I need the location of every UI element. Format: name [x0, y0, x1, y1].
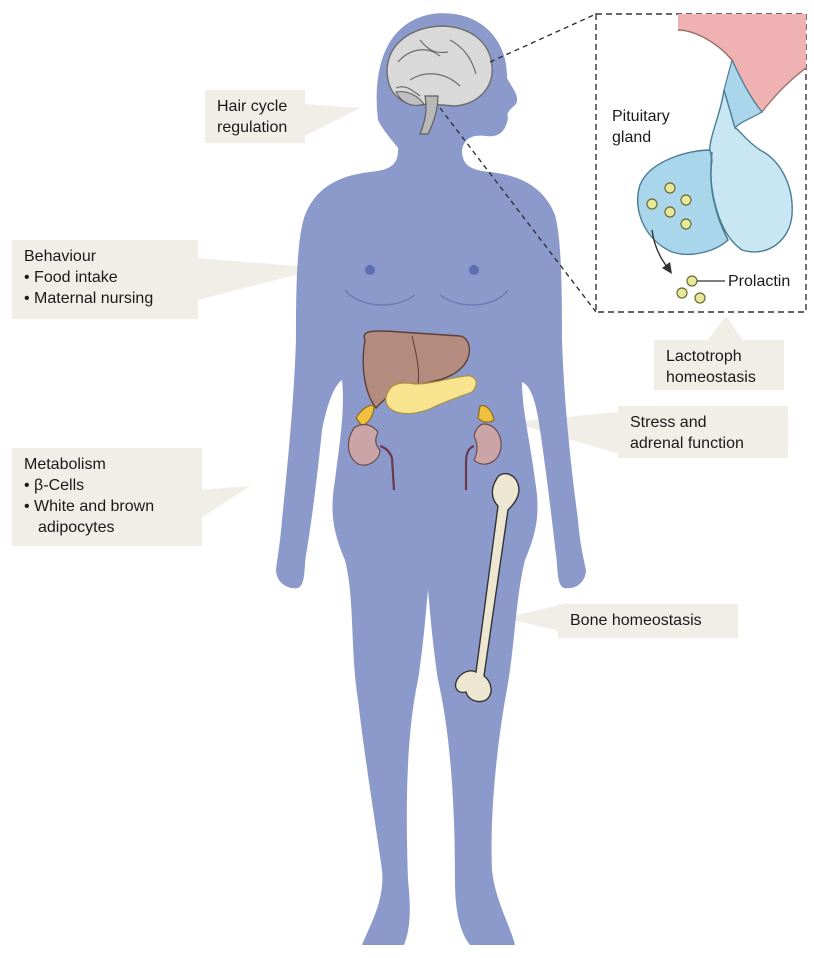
callout-text: Bone homeostasis [570, 610, 728, 631]
callout-text: homeostasis [666, 367, 774, 388]
callout-bullet: White and brown [24, 496, 192, 517]
pituitary-inset [596, 14, 806, 312]
pointer-hair [305, 104, 360, 136]
prolactin-label: Prolactin [728, 271, 790, 292]
granule [665, 183, 675, 193]
left-kidney [348, 425, 380, 466]
pointer-metabolism [198, 486, 250, 520]
prolactin-molecule [687, 276, 697, 286]
callout-bullet-continuation: adipocytes [24, 517, 192, 538]
pointer-lactotroph [706, 316, 744, 342]
callout-bullet: Maternal nursing [24, 288, 188, 309]
granule [681, 195, 691, 205]
callout-bullet: Food intake [24, 267, 188, 288]
callout-bone-homeostasis: Bone homeostasis [558, 604, 738, 638]
body-silhouette [276, 13, 586, 945]
prolactin-molecule [677, 288, 687, 298]
callout-behaviour: Behaviour Food intake Maternal nursing [12, 240, 198, 319]
pituitary-label-line: Pituitary [612, 106, 670, 127]
right-nipple [469, 265, 479, 275]
callout-bullet: β-Cells [24, 475, 192, 496]
callout-hair-cycle: Hair cycle regulation [205, 90, 305, 143]
callout-text: Lactotroph [666, 346, 774, 367]
callout-lactotroph: Lactotroph homeostasis [654, 340, 784, 390]
callout-stress-adrenal: Stress and adrenal function [618, 406, 788, 458]
pituitary-gland-label: Pituitary gland [612, 106, 670, 148]
callout-text: Hair cycle [217, 96, 295, 117]
callout-metabolism: Metabolism β-Cells White and brown adipo… [12, 448, 202, 546]
prolactin-molecule [695, 293, 705, 303]
callout-text: adrenal function [630, 433, 778, 454]
pituitary-label-line: gland [612, 127, 670, 148]
callout-text: regulation [217, 117, 295, 138]
dashed-line-upper [490, 14, 596, 62]
granule [665, 207, 675, 217]
callout-title: Behaviour [24, 246, 188, 267]
callout-title: Metabolism [24, 454, 192, 475]
granule [681, 219, 691, 229]
left-nipple [365, 265, 375, 275]
torso-and-limbs [276, 150, 586, 945]
granule [647, 199, 657, 209]
callout-text: Stress and [630, 412, 778, 433]
